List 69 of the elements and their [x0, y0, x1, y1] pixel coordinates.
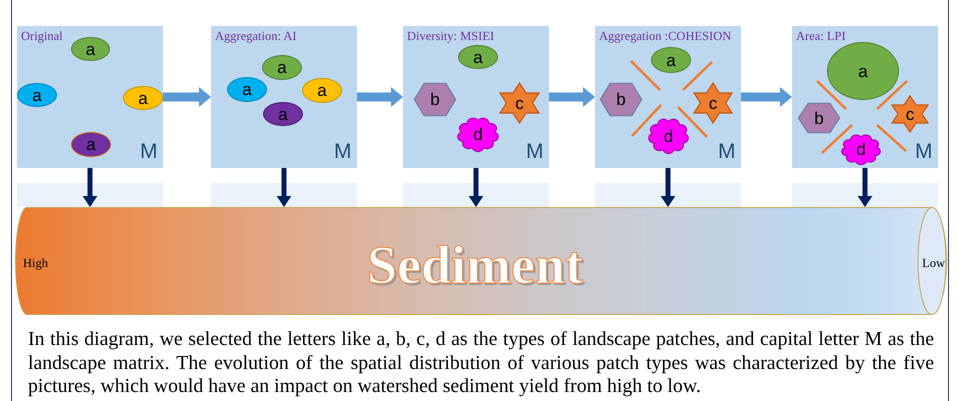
patch-letter: a — [32, 86, 42, 104]
landscape-panel — [17, 26, 163, 168]
cloud-patch — [648, 118, 689, 154]
scale-label: High — [23, 257, 48, 270]
landscape-panel — [792, 26, 938, 168]
ellipse-patch — [827, 42, 899, 100]
patch-letter: a — [317, 82, 327, 99]
cloud-patch — [841, 134, 881, 165]
matrix-letter: M — [334, 141, 352, 162]
ellipse-patch — [262, 55, 302, 80]
patch-letter: a — [138, 90, 148, 106]
ellipse-patch — [302, 78, 342, 103]
ellipse-patch — [123, 86, 163, 110]
matrix-letter: M — [526, 141, 544, 162]
arrow — [549, 87, 595, 107]
star-patch — [694, 83, 732, 123]
patch-letter: b — [430, 91, 440, 108]
patch-letter: b — [616, 91, 626, 108]
arrow — [858, 168, 872, 207]
ellipse-patch — [263, 102, 303, 126]
arrow — [276, 168, 292, 207]
star-patch — [892, 96, 928, 132]
patch-letter: d — [664, 128, 674, 144]
landscape-panel — [595, 26, 741, 168]
patch-letter: b — [814, 110, 824, 126]
patch-letter: a — [473, 48, 483, 66]
ellipse-patch — [71, 132, 111, 157]
star-patch — [500, 83, 539, 123]
arrow — [660, 168, 676, 207]
patch-letter: d — [473, 126, 483, 143]
panel-title: Aggregation: AI — [215, 30, 297, 42]
patch-letter: a — [86, 136, 96, 153]
panel-title: Diversity: MSIEI — [407, 30, 494, 42]
arrow — [163, 87, 211, 107]
hexagon-patch — [600, 83, 642, 116]
landscape-panel — [403, 26, 549, 168]
arrow — [741, 87, 792, 107]
patch-letter: c — [708, 94, 718, 112]
patch-letter: a — [666, 52, 676, 68]
sediment-cylinder — [15, 207, 947, 315]
patch-letter: c — [906, 106, 914, 122]
matrix-letter: M — [718, 141, 736, 162]
ellipse-patch — [458, 45, 498, 69]
cylinder-title: Sediment — [367, 238, 583, 292]
caption-text: In this diagram, we selected the letters like a, b, c, d as the types of landscape patches, and capital letter M as the landscape matrix. The evolution of the spatial distribution of various patch types was characterized by the five pictures, which would have an impact on watershed sediment yield from high to low. — [28, 328, 934, 398]
hexagon-patch — [414, 83, 456, 116]
panel-title: Aggregation :COHESION — [599, 30, 732, 42]
hexagon-patch — [798, 103, 840, 133]
panel-title: Area: LPI — [796, 30, 846, 42]
ellipse-patch — [651, 47, 691, 73]
arrow — [468, 168, 484, 207]
patch-letter: a — [278, 106, 288, 122]
patch-letter: a — [858, 62, 868, 80]
arrow — [82, 168, 98, 207]
landscape-panel — [211, 26, 357, 168]
ellipse-patch — [71, 37, 110, 61]
matrix-letter: M — [140, 141, 158, 162]
patch-letter: a — [277, 59, 287, 76]
arrow — [357, 87, 403, 107]
scale-label: Low — [922, 257, 945, 270]
cloud-patch — [457, 117, 499, 152]
patch-letter: a — [86, 40, 96, 58]
ellipse-patch — [17, 83, 57, 107]
panel-title: Original — [21, 30, 63, 42]
patch-letter: c — [515, 94, 524, 112]
ellipse-patch — [227, 77, 267, 102]
patch-letter: d — [856, 141, 866, 158]
patch-letter: a — [242, 81, 252, 98]
matrix-letter: M — [915, 141, 932, 162]
